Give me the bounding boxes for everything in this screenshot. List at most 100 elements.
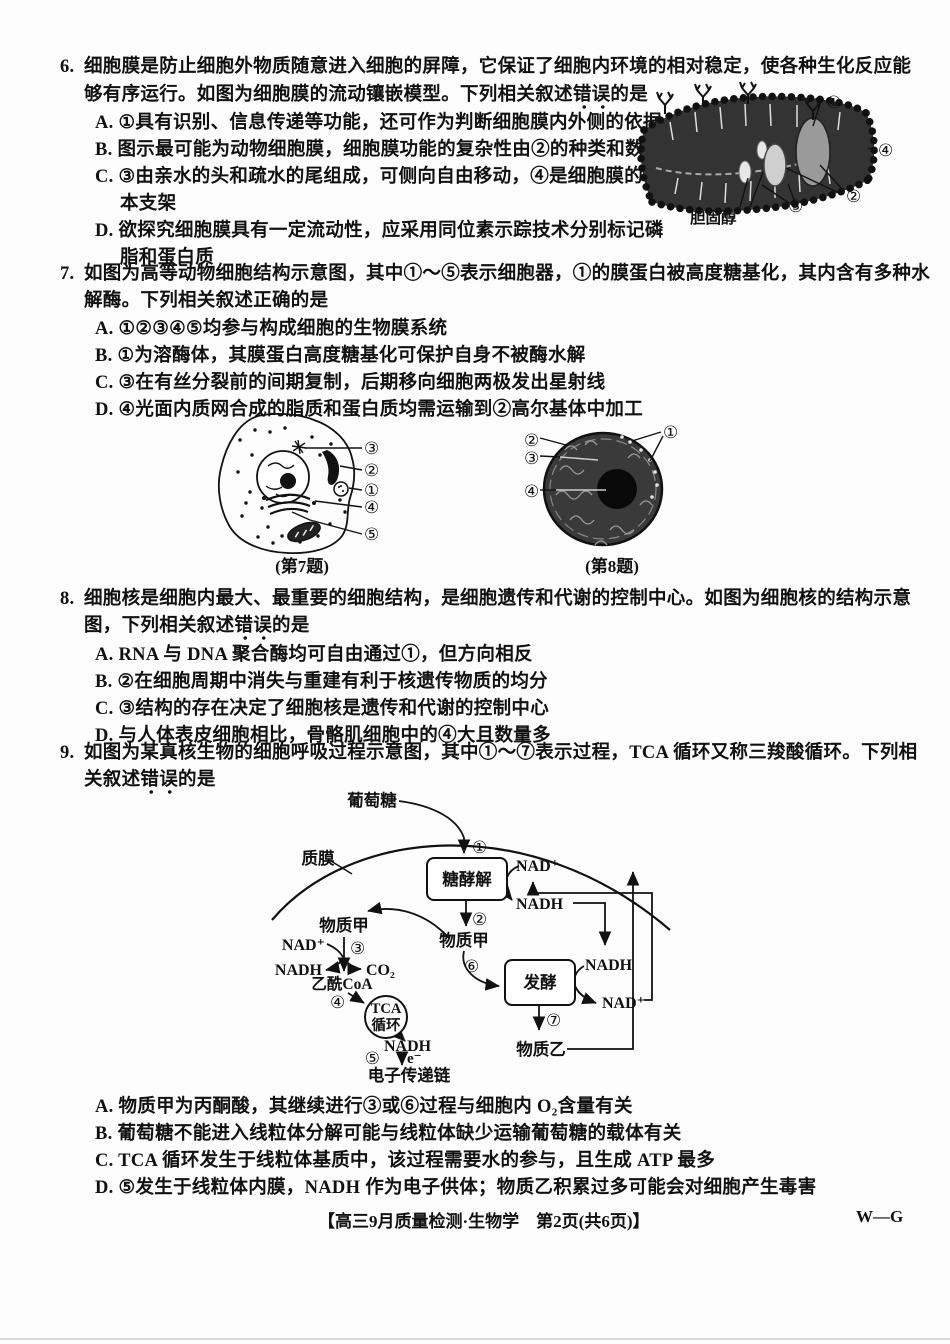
- question-8-option-b: B. ②在细胞周期中消失与重建有利于核遗传物质的均分: [95, 672, 548, 692]
- mitochondrion: [287, 521, 321, 543]
- figure-nucleus-diagram: ② ③ ④ ① (第8题): [524, 423, 678, 576]
- question-6-option-d-cont: 脂和蛋白质: [120, 248, 215, 268]
- footer-code: W—G: [856, 1207, 904, 1226]
- bilayer-midline: [655, 159, 816, 176]
- question-7-option-c: C. ③在有丝分裂前的间期复制，后期移向细胞两极发出星射线: [95, 373, 606, 393]
- glucose-label: 葡萄糖: [346, 790, 397, 810]
- endoplasmic-reticulum: [322, 450, 340, 485]
- figure-animal-cell-diagram: ③ ② ① ④ ⑤ (第7题): [217, 413, 379, 576]
- nadh-glycolysis-label: NADH: [516, 896, 564, 913]
- leader-line: [539, 437, 567, 446]
- leader-line: [739, 171, 764, 208]
- nad-plus-fermentation-label: NAD⁺: [602, 995, 645, 1012]
- membrane-label-4: ④: [878, 141, 893, 160]
- step-3-label: ③: [350, 939, 365, 958]
- electron-transport-chain-label: 电子传递链: [368, 1065, 451, 1085]
- nucleus-label-2: ②: [524, 431, 539, 450]
- footer-page-info: 【高三9月质量检测·生物学 第2页(共6页)】: [318, 1212, 650, 1231]
- question-7-number: 7.: [60, 264, 75, 284]
- tca-cycle-circle: [364, 995, 408, 1039]
- question-6-option-d: D. 欲探究细胞膜具有一定流动性，应采用同位素示踪技术分别标记磷: [95, 221, 664, 241]
- leader-line: [348, 487, 363, 491]
- arrow-substance-b-out: [567, 871, 640, 1050]
- scan-edge-line: [0, 1338, 950, 1340]
- tca-label-line1: TCA: [371, 1001, 402, 1017]
- substance-a-mid-label: 物质甲: [439, 930, 489, 950]
- figure-cell-membrane-diagram: ① ④ ② ③ 胆固醇: [637, 81, 893, 227]
- leader-line: [339, 465, 363, 471]
- golgi-apparatus: [265, 493, 311, 516]
- phospholipid-tails-bottom: [674, 167, 831, 204]
- step-4-label: ④: [330, 993, 345, 1012]
- arrow-to-co2: [342, 958, 362, 976]
- emphasized-word: 错误: [572, 85, 611, 110]
- step-7-label: ⑦: [546, 1011, 561, 1030]
- glycolysis-label: 糖酵解: [442, 869, 492, 889]
- membrane-label-3: ③: [788, 197, 803, 216]
- leader-line: [330, 860, 353, 875]
- arrow-glucose-in: [398, 800, 471, 854]
- question-8-option-d: D. 与人体表皮细胞相比，骨骼肌细胞中的④大且数量多: [95, 726, 551, 746]
- tca-label-line2: 循环: [372, 1016, 401, 1034]
- figure-cell-respiration-diagram: 葡萄糖 质膜 糖酵解 发酵 TCA 循环 电子传递链 物质甲 物质甲 物质乙 乙…: [271, 790, 671, 1085]
- cholesterol-patch: [738, 160, 752, 184]
- nadh-tca-label: NADH: [384, 1038, 432, 1055]
- question-9-line-1: 9.如图为某真核生物的细胞呼吸过程示意图，其中①～⑦表示过程，TCA 循环又称三…: [60, 743, 918, 763]
- emphasized-word: 错误: [234, 616, 273, 641]
- arrow-nadh-shuttle-down: [573, 902, 612, 946]
- glycolysis-box: [426, 857, 508, 901]
- question-6-option-c: C. ③由亲水的头和疏水的尾组成，可侧向自由移动，④是细胞膜的基: [95, 167, 662, 187]
- co2-label: CO₂: [366, 962, 395, 979]
- nucleus-label-1: ①: [663, 423, 678, 442]
- nadh-2-label: NADH: [275, 962, 323, 979]
- ribosome-dots: [236, 426, 347, 545]
- plasma-membrane-arc: [271, 844, 671, 931]
- leader-line: [867, 147, 878, 152]
- question-6-option-c-cont: 本支架: [120, 194, 177, 214]
- question-8-line-2: 图，下列相关叙述错误的是: [84, 615, 310, 641]
- nuclear-envelope-inner: [549, 438, 657, 540]
- nad-plus-2-label: NAD⁺: [282, 937, 325, 954]
- question-7-line-1: 7.如图为高等动物细胞结构示意图，其中①～⑤表示细胞器，①的膜蛋白被高度糖基化，…: [60, 264, 931, 284]
- arrow-nad-return-up: [526, 881, 653, 1001]
- membrane-label-1: ①: [826, 93, 841, 112]
- cell-label-5: ⑤: [364, 525, 379, 544]
- question-9-line-2: 关叙述错误的是: [84, 769, 216, 795]
- cell-label-2: ②: [364, 461, 379, 480]
- leader-line: [785, 164, 845, 195]
- phospholipid-heads-right: [862, 109, 878, 184]
- chromatin-squiggles: [555, 440, 653, 546]
- question-7-option-a: A. ①②③④⑤均参与构成细胞的生物膜系统: [95, 319, 448, 339]
- question-7-option-b: B. ①为溶酶体，其膜蛋白高度糖基化可保护自身不被酶水解: [95, 346, 586, 366]
- cell-label-4: ④: [364, 498, 379, 517]
- cell-label-1: ①: [364, 481, 379, 500]
- emphasized-word: 错误: [140, 770, 179, 795]
- question-8-option-c: C. ③结构的存在决定了细胞核是遗传和代谢的控制中心: [95, 699, 549, 719]
- question-6-line-1: 6.细胞膜是防止细胞外物质随意进入细胞的屏障，它保证了细胞内环境的相对稳定，使各…: [60, 57, 912, 77]
- cell-outline: [217, 413, 356, 554]
- question-9-option-a: A. 物质甲为丙酮酸，其继续进行③或⑥过程与细胞内 O₂含量有关: [95, 1097, 633, 1117]
- leader-line: [291, 511, 363, 535]
- nuclear-pore-dots: [620, 435, 659, 499]
- question-6-line-2: 够有序运行。如图为细胞膜的流动镶嵌模型。下列相关叙述错误的是: [84, 84, 648, 110]
- substance-a-left-label: 物质甲: [319, 915, 369, 935]
- step-5-label: ⑤: [365, 1049, 380, 1068]
- leader-line: [314, 500, 363, 508]
- nadh-fermentation-label: NADH: [585, 957, 633, 974]
- membrane-protein-small: [763, 143, 787, 187]
- cell-label-3: ③: [364, 439, 379, 458]
- figure-8-caption: (第8题): [585, 556, 639, 576]
- question-6-option-a: A. ①具有识别、信息传递等功能，还可作为判断细胞膜内外侧的依据: [95, 113, 662, 133]
- arrow-to-substance-a-left: [367, 901, 450, 939]
- nucleus-label-4: ④: [524, 482, 539, 501]
- fermentation-label: 发酵: [523, 972, 558, 992]
- question-8-option-a: A. RNA 与 DNA 聚合酶均可自由通过①，但方向相反: [95, 645, 533, 665]
- nucleolus: [597, 469, 637, 509]
- question-8-line-1: 8.细胞核是细胞内最大、最重要的细胞结构，是细胞遗传和代谢的控制中心。如图为细胞…: [60, 589, 912, 609]
- step-1-label: ①: [472, 838, 487, 857]
- question-7-line-2: 解酶。下列相关叙述正确的是: [84, 291, 329, 311]
- leader-line: [812, 103, 821, 127]
- question-6-number: 6.: [60, 57, 75, 77]
- question-9-option-b: B. 葡萄糖不能进入线粒体分解可能与线粒体缺少运输葡萄糖的载体有关: [95, 1124, 682, 1144]
- question-9-option-c: C. TCA 循环发生于线粒体基质中，该过程需要水的参与，且生成 ATP 最多: [95, 1151, 715, 1171]
